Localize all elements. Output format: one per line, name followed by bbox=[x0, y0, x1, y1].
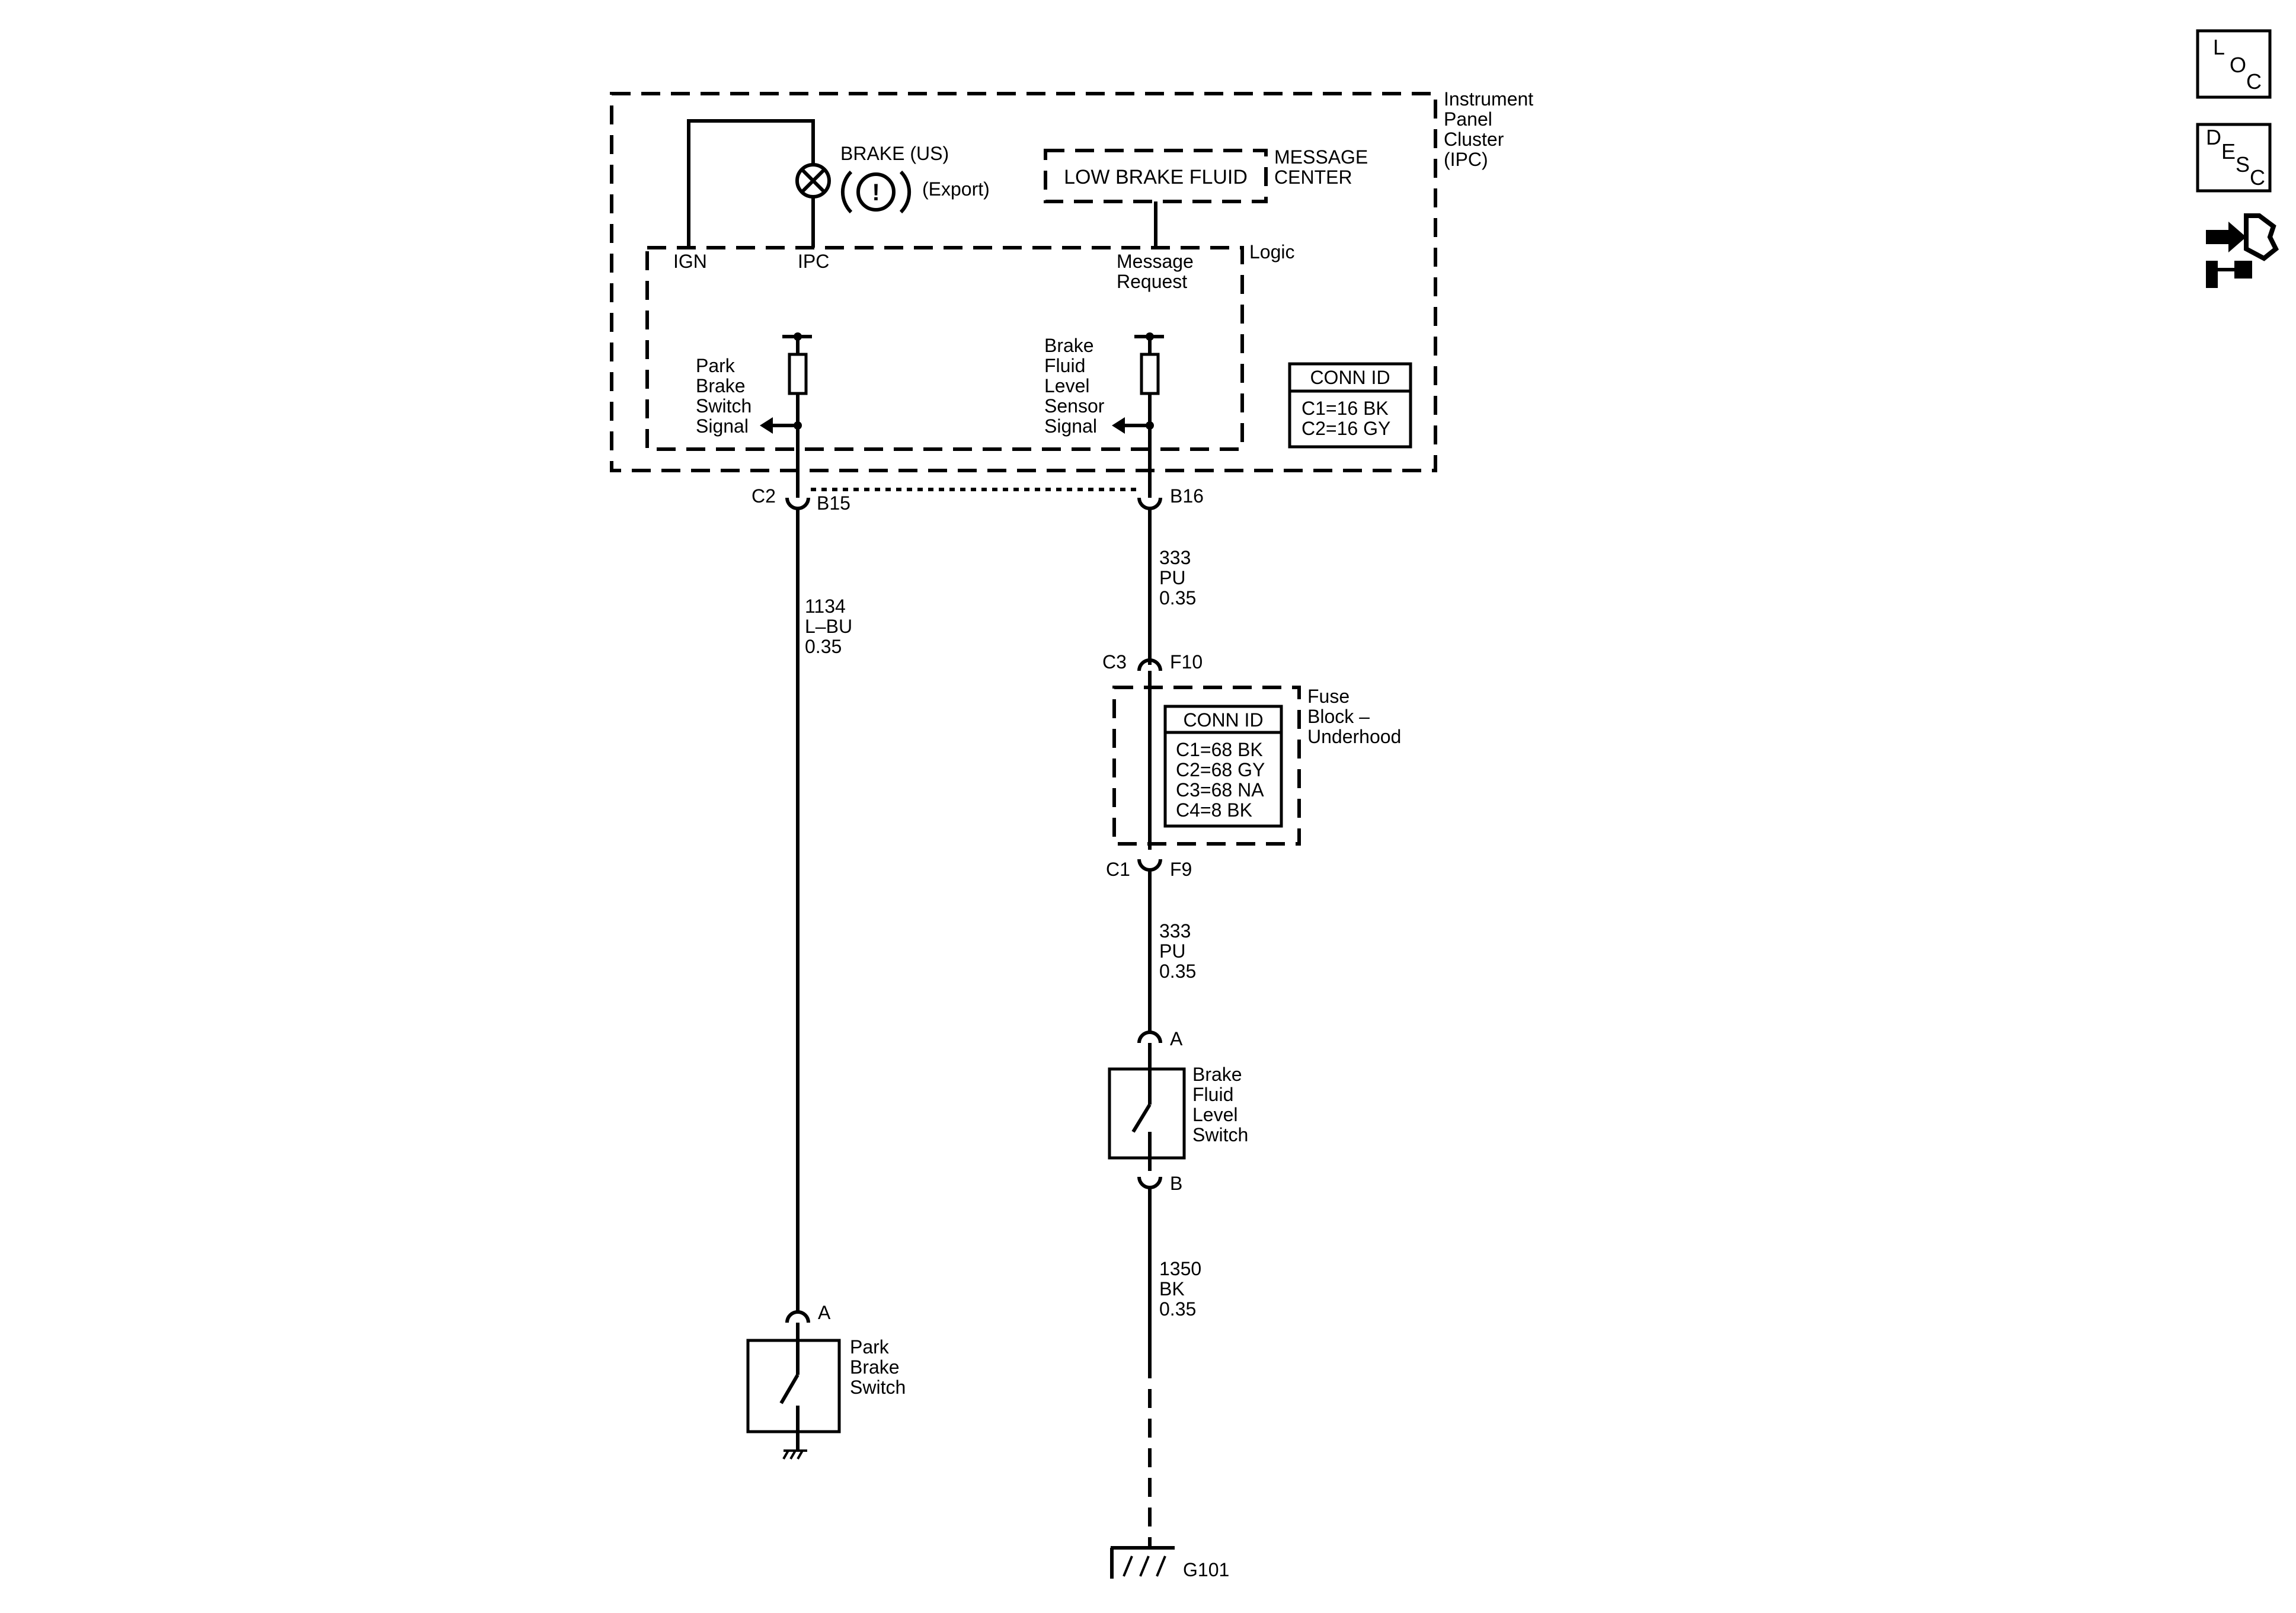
park-signal-label: Switch bbox=[696, 395, 752, 417]
park-switch-label: Brake bbox=[850, 1356, 900, 1378]
logic-label: Logic bbox=[1249, 241, 1295, 263]
low-brake-fluid-message: LOW BRAKE FLUID bbox=[1064, 166, 1248, 188]
logic-outline bbox=[645, 246, 1244, 451]
park-brake-signal-input bbox=[760, 332, 812, 498]
message-center-label: MESSAGE bbox=[1274, 146, 1368, 168]
loc-letter: L bbox=[2213, 35, 2225, 59]
message-center-box bbox=[1044, 149, 1268, 203]
ipc-pin-label: IPC bbox=[798, 251, 829, 272]
brake-symbol-icon: ! bbox=[840, 170, 912, 214]
wire-333-upper-label: 333 bbox=[1159, 547, 1191, 568]
fuse-block-label: Fuse bbox=[1307, 686, 1350, 707]
brake-fluid-level-switch bbox=[1108, 1030, 1186, 1189]
park-signal-label: Signal bbox=[696, 415, 749, 437]
brake-symbol-mark: ! bbox=[872, 180, 880, 206]
wire-333-upper-label: PU bbox=[1159, 567, 1185, 588]
fuse-top-connector: C3 bbox=[1102, 651, 1127, 673]
park-switch-label: Switch bbox=[850, 1377, 906, 1398]
pin-b16-label: B16 bbox=[1170, 485, 1204, 507]
fluid-switch-label: Brake bbox=[1192, 1064, 1242, 1085]
conn-id-title: CONN ID bbox=[1310, 367, 1390, 388]
wire-1134-label: 0.35 bbox=[805, 636, 842, 657]
fuse-conn-id-table: CONN ID C1=68 BK C2=68 GY C3=68 NA C4=8 … bbox=[1176, 709, 1265, 821]
fuse-block-c3-connector bbox=[1137, 658, 1162, 671]
wire-333-upper-label: 0.35 bbox=[1159, 587, 1196, 609]
message-center-label: CENTER bbox=[1274, 167, 1352, 188]
fuse-top-pin: F10 bbox=[1170, 651, 1203, 673]
fluid-switch-label: Level bbox=[1192, 1104, 1238, 1125]
park-brake-switch bbox=[746, 1310, 841, 1460]
desc-letter: S bbox=[2236, 152, 2250, 177]
desc-letter: D bbox=[2206, 125, 2221, 149]
conn-id-row: C4=8 BK bbox=[1176, 799, 1252, 821]
park-signal-label: Brake bbox=[696, 375, 746, 396]
loc-letter: C bbox=[2246, 69, 2262, 94]
chassis-ground-icon bbox=[782, 1449, 807, 1460]
conn-id-title: CONN ID bbox=[1183, 709, 1263, 731]
ground-g101-icon bbox=[1110, 1546, 1175, 1579]
fuse-bottom-pin: F9 bbox=[1170, 859, 1192, 880]
wire-1134-label: L–BU bbox=[805, 616, 852, 637]
fluid-signal-label: Brake bbox=[1044, 335, 1094, 356]
fluid-switch-label: Switch bbox=[1192, 1124, 1248, 1145]
conn-id-row: C1=16 BK bbox=[1302, 398, 1389, 419]
export-label: (Export) bbox=[922, 178, 990, 200]
ipc-label: Instrument Panel Cluster (IPC) bbox=[1444, 88, 1533, 170]
ipc-label-line: Instrument bbox=[1444, 88, 1533, 110]
fluid-switch-pin-a: A bbox=[1170, 1028, 1183, 1049]
conn-id-row: C2=16 GY bbox=[1302, 418, 1390, 439]
wire-1350-label: BK bbox=[1159, 1278, 1185, 1300]
ipc-label-line: Cluster bbox=[1444, 129, 1504, 150]
fluid-switch-label: Fluid bbox=[1192, 1084, 1233, 1105]
fluid-level-signal-input bbox=[1112, 332, 1164, 498]
desc-letter: E bbox=[2221, 139, 2236, 164]
conn-id-row: C3=68 NA bbox=[1176, 779, 1264, 801]
park-switch-label: Park bbox=[850, 1336, 890, 1358]
conn-id-row: C2=68 GY bbox=[1176, 759, 1265, 780]
wire-1350-label: 1350 bbox=[1159, 1258, 1201, 1279]
fluid-signal-label: Level bbox=[1044, 375, 1090, 396]
wire-333-lower-label: 333 bbox=[1159, 920, 1191, 942]
park-switch-pin-a: A bbox=[818, 1302, 831, 1323]
conn-id-row: C1=68 BK bbox=[1176, 739, 1263, 760]
message-request-label: Message bbox=[1117, 251, 1194, 272]
wire-1134-label: 1134 bbox=[805, 596, 846, 617]
ipc-label-line: Panel bbox=[1444, 108, 1492, 130]
fluid-switch-pin-b: B bbox=[1170, 1173, 1182, 1194]
park-signal-label: Park bbox=[696, 355, 736, 376]
pin-b15-label: B15 bbox=[817, 492, 850, 514]
ign-pin-label: IGN bbox=[673, 251, 707, 272]
ipc-conn-id-table: CONN ID C1=16 BK C2=16 GY bbox=[1288, 362, 1412, 449]
connector-repair-icon[interactable] bbox=[2206, 213, 2279, 288]
fuse-block-label: Underhood bbox=[1307, 726, 1401, 747]
brake-us-label: BRAKE (US) bbox=[840, 143, 949, 164]
fuse-block-underhood bbox=[1112, 658, 1301, 872]
instrument-panel-cluster: Instrument Panel Cluster (IPC) BRAKE (US… bbox=[610, 88, 1533, 498]
fuse-bottom-connector: C1 bbox=[1106, 859, 1130, 880]
fuse-block-label: Block – bbox=[1307, 706, 1370, 727]
ipc-outline bbox=[610, 92, 1437, 472]
fluid-signal-label: Sensor bbox=[1044, 395, 1105, 417]
wire-333-lower-label: PU bbox=[1159, 940, 1185, 962]
desc-letter: C bbox=[2250, 165, 2265, 190]
message-request-label: Request bbox=[1117, 271, 1187, 292]
ign-feed-wire bbox=[687, 119, 815, 248]
fuse-block-c1-connector bbox=[1137, 859, 1162, 872]
ground-label: G101 bbox=[1183, 1559, 1229, 1580]
ipc-label-line: (IPC) bbox=[1444, 149, 1488, 170]
desc-icon[interactable]: D E S C bbox=[2196, 123, 2272, 193]
ipc-connector-label: C2 bbox=[752, 485, 776, 507]
fluid-signal-label: Fluid bbox=[1044, 355, 1085, 376]
fluid-signal-label: Signal bbox=[1044, 415, 1097, 437]
wire-333-lower-label: 0.35 bbox=[1159, 961, 1196, 982]
loc-letter: O bbox=[2230, 53, 2246, 77]
loc-icon[interactable]: L O C bbox=[2196, 29, 2272, 99]
brake-warning-lamp-icon bbox=[795, 163, 831, 199]
wire-1350-label: 0.35 bbox=[1159, 1298, 1196, 1320]
